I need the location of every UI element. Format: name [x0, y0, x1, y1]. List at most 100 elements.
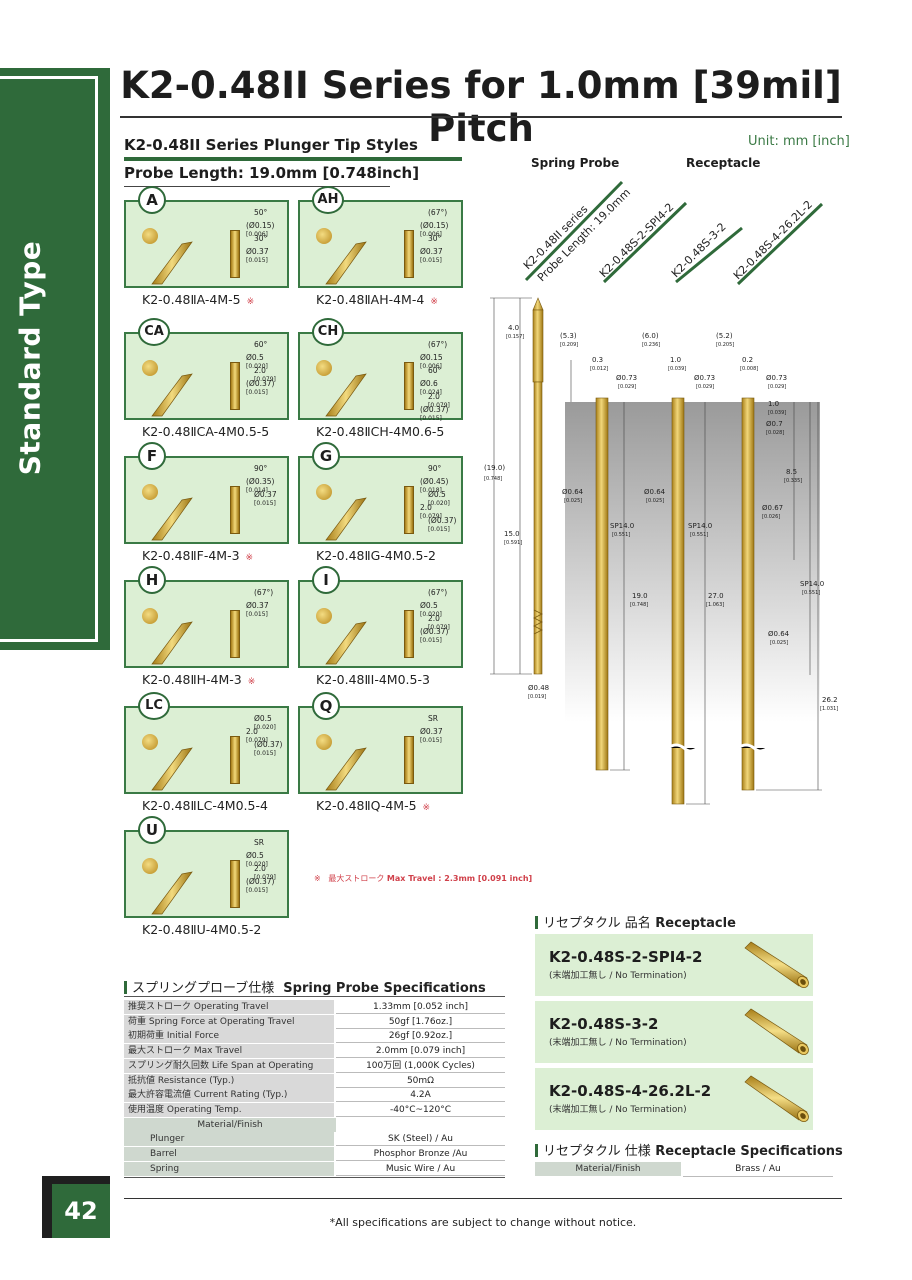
tip-box-ah: (67°)(Ø0.15)[0.006]30°Ø0.37[0.015] [298, 200, 463, 288]
tip-part-number: K2-0.48ⅡH-4M-3※ [142, 672, 256, 687]
tip-side-view [404, 610, 414, 658]
tip-badge-h: H [138, 566, 166, 594]
svg-text:8.5: 8.5 [786, 468, 797, 476]
tip-dimension: (Ø0.37)[0.015] [246, 379, 275, 396]
svg-text:[0.039]: [0.039] [668, 366, 686, 372]
svg-text:[0.026]: [0.026] [762, 514, 780, 520]
spring-specs-heading: スプリングプローブ仕様 Spring Probe Specifications [124, 977, 486, 996]
tip-dimension: (Ø0.45)[0.018] [420, 477, 449, 494]
page-title: K2-0.48II Series for 1.0mm [39mil] Pitch [120, 64, 842, 150]
tip-dimension: 60° [254, 340, 268, 349]
svg-text:[0.551]: [0.551] [690, 532, 708, 538]
tip-side-view [404, 230, 414, 278]
tip-dimension: Ø0.5[0.020] [246, 353, 268, 370]
tip-part-number: K2-0.48ⅡCH-4M0.6-5 [316, 424, 445, 439]
tip-badge-u: U [138, 816, 166, 844]
svg-text:[0.039]: [0.039] [768, 410, 786, 416]
tip-perspective-icon [325, 241, 367, 285]
unit-label: Unit: mm [inch] [748, 134, 850, 149]
tip-part-number: K2-0.48ⅡU-4M0.5-2 [142, 922, 262, 937]
tip-badge-ah: AH [312, 186, 344, 214]
svg-text:1.0: 1.0 [670, 356, 681, 364]
tip-side-view [404, 486, 414, 534]
tip-dimension: Ø0.37[0.015] [246, 601, 269, 618]
tip-dimension: (67°) [428, 208, 448, 217]
spec-row: 使用温度 Operating Temp.-40°C~120°C [124, 1102, 505, 1118]
svg-text:[0.028]: [0.028] [766, 430, 784, 436]
receptacle-3-drawing [741, 397, 755, 791]
svg-text:[1.031]: [1.031] [820, 706, 838, 712]
svg-text:SP14.0: SP14.0 [688, 522, 712, 530]
tip-dimension: Ø0.15[0.006] [420, 353, 443, 370]
tips-heading-rule [124, 157, 462, 161]
technical-drawing: K2-0.48II series Probe Length: 19.0mm K2… [484, 180, 838, 805]
tip-dimension: (Ø0.37)[0.015] [420, 405, 449, 422]
svg-text:Ø0.73: Ø0.73 [616, 374, 637, 382]
tip-end-view-icon [142, 360, 158, 376]
receptacle-tube-icon [744, 1008, 809, 1056]
spec-row: 抵抗値 Resistance (Typ.)50mΩ [124, 1073, 505, 1089]
svg-text:[0.012]: [0.012] [590, 366, 608, 372]
tip-dimension: Ø0.37[0.015] [246, 247, 269, 264]
svg-text:[0.748]: [0.748] [630, 602, 648, 608]
receptacle-tube-icon [744, 941, 809, 989]
tip-dimension: 2.0[0.079] [254, 366, 276, 383]
tip-end-view-icon [316, 734, 332, 750]
tip-part-number: K2-0.48ⅡI-4M0.5-3 [316, 672, 430, 687]
svg-text:Ø0.64: Ø0.64 [768, 630, 790, 638]
tip-perspective-icon [325, 747, 367, 791]
svg-text:Ø0.64: Ø0.64 [562, 488, 584, 496]
receptacle-part-number: K2-0.48S-3-2 [549, 1015, 659, 1033]
spring-probe-drawing [532, 297, 544, 675]
receptacle-part-number: K2-0.48S-4-26.2L-2 [549, 1082, 712, 1100]
svg-text:(5.2): (5.2) [716, 332, 733, 340]
diag-label-r3: K2-0.48S-4-26.2L-2 [731, 198, 815, 282]
tip-perspective-icon [151, 621, 193, 665]
receptacle-note: (末端加工無し / No Termination) [549, 1038, 687, 1048]
tip-perspective-icon [325, 621, 367, 665]
tip-dimension: (Ø0.37)[0.015] [254, 740, 283, 757]
receptacle-note: (末端加工無し / No Termination) [549, 971, 687, 981]
receptacle-1-drawing [595, 397, 609, 771]
tip-dimension: Ø0.37[0.015] [420, 247, 443, 264]
tip-dimension: Ø0.37[0.015] [420, 727, 443, 744]
tip-dimension: 2.0[0.079] [428, 392, 450, 409]
tip-dimension: Ø0.5[0.020] [254, 714, 276, 731]
tip-end-view-icon [142, 484, 158, 500]
tip-end-view-icon [316, 484, 332, 500]
tip-dimension: (Ø0.15)[0.006] [246, 221, 275, 238]
receptacle-names-heading: リセプタクル 品名 Receptacle [535, 912, 736, 931]
dim-probe-tip: 4.0 [508, 324, 519, 332]
tip-badge-g: G [312, 442, 340, 470]
tip-perspective-icon [151, 497, 193, 541]
svg-text:(5.3): (5.3) [560, 332, 577, 340]
svg-text:Ø0.64: Ø0.64 [644, 488, 666, 496]
tip-part-number: K2-0.48ⅡAH-4M-4※ [316, 292, 438, 307]
svg-text:SP14.0: SP14.0 [800, 580, 824, 588]
tip-end-view-icon [142, 858, 158, 874]
svg-text:27.0: 27.0 [708, 592, 724, 600]
svg-text:[0.029]: [0.029] [768, 384, 786, 390]
svg-text:[0.029]: [0.029] [696, 384, 714, 390]
svg-text:26.2: 26.2 [822, 696, 838, 704]
probe-length-rule [124, 186, 390, 187]
dimension-lines [490, 297, 822, 805]
tip-badge-ca: CA [138, 318, 170, 346]
dim-probe-diameter: Ø0.48 [528, 684, 549, 692]
tip-dimension: Ø0.5[0.020] [246, 851, 268, 868]
tip-dimension: Ø0.5[0.020] [420, 601, 442, 618]
svg-text:[0.029]: [0.029] [618, 384, 636, 390]
tip-dimension: (Ø0.37)[0.015] [428, 516, 457, 533]
tip-dimension: 90° [254, 464, 268, 473]
tip-dimension: SR [254, 838, 264, 847]
tip-dimension: (Ø0.37)[0.015] [246, 877, 275, 894]
tip-dimension: (67°) [428, 588, 448, 597]
tip-dimension: 2.0[0.079] [254, 864, 276, 881]
tip-perspective-icon [325, 373, 367, 417]
tip-dimension: 2.0[0.079] [428, 614, 450, 631]
svg-text:[0.157]: [0.157] [506, 334, 524, 340]
svg-text:[0.209]: [0.209] [560, 342, 578, 348]
